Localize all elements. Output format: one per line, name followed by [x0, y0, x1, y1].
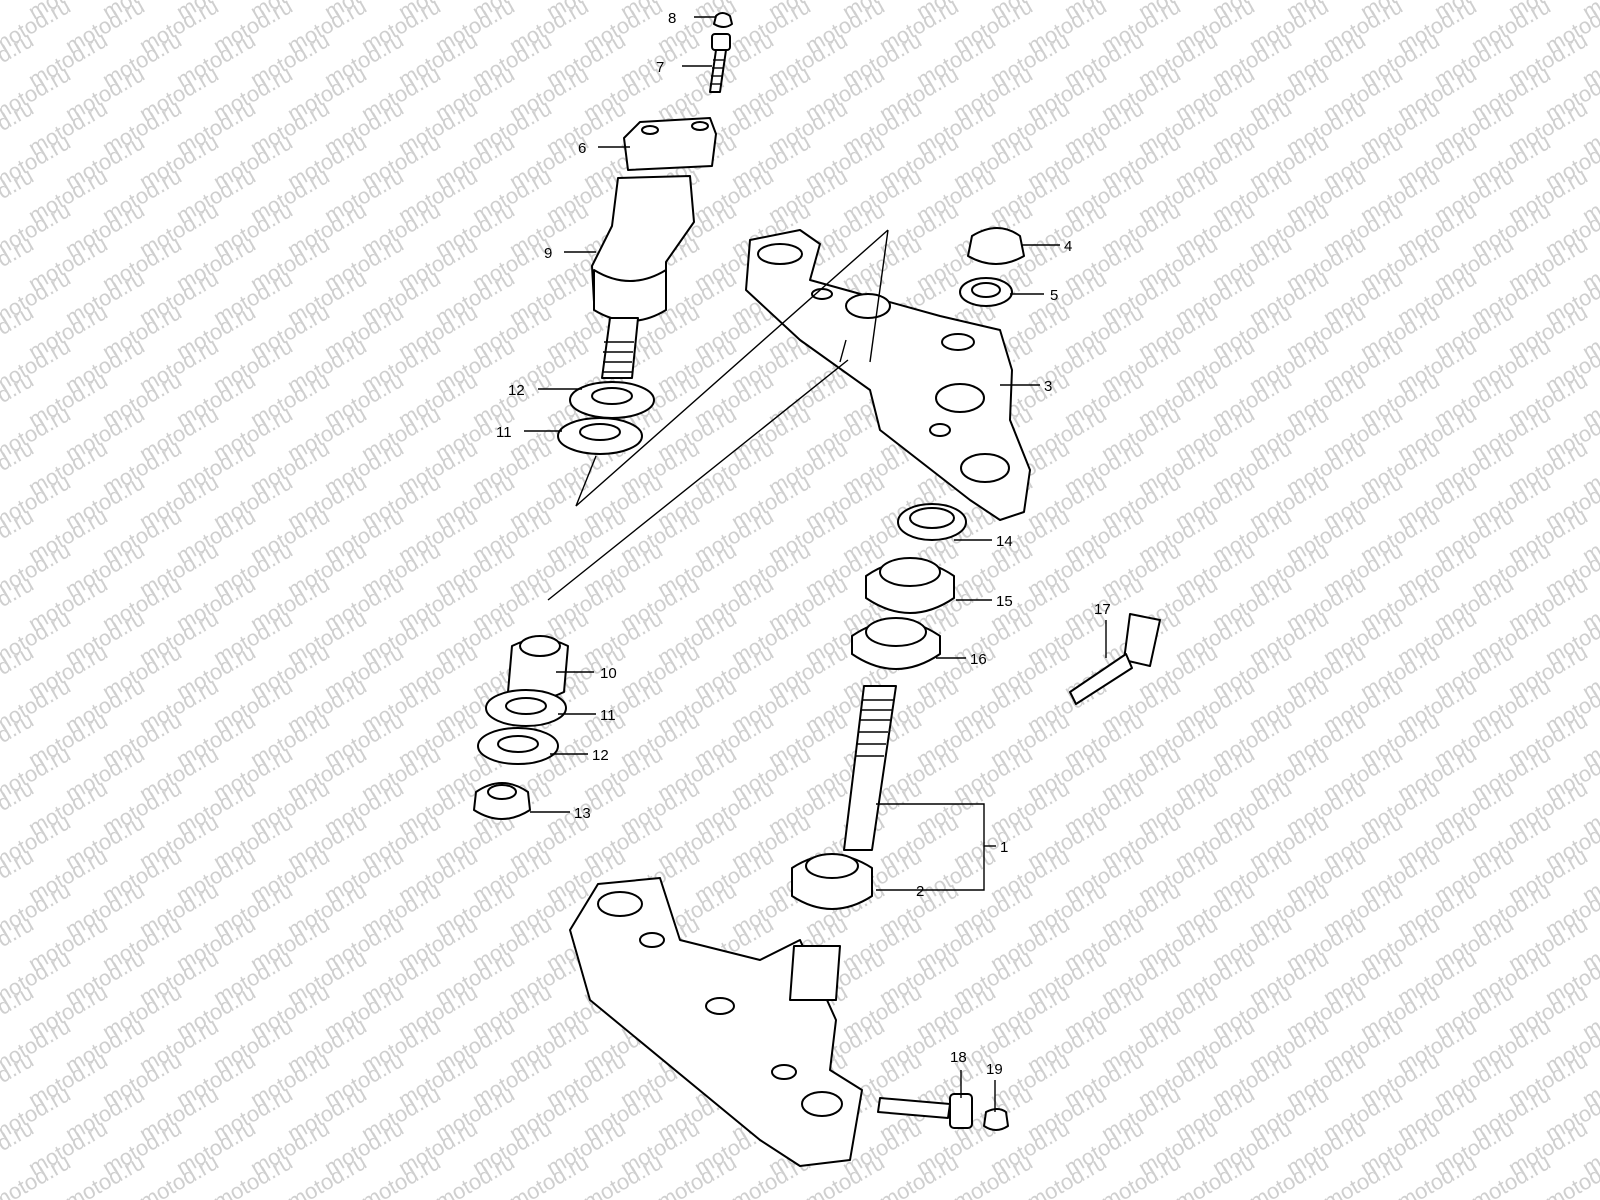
part-17-bearing [865, 557, 955, 614]
callout-6: 6 [578, 140, 586, 157]
callout-2: 2 [916, 883, 924, 900]
part-4-cap-nut [967, 227, 1025, 265]
callout-13: 13 [574, 805, 591, 822]
part-11-washer-upper [557, 417, 643, 455]
part-15-nut [983, 1108, 1009, 1131]
part-16-steering-nut [897, 503, 967, 541]
part-13-nut [473, 782, 531, 820]
callout-12-upper: 12 [508, 382, 525, 399]
callout-1: 1 [1000, 839, 1008, 856]
part-9-handlebar-holder [591, 175, 695, 379]
part-18-bearing [851, 617, 941, 670]
callout-16: 14 [996, 533, 1013, 550]
callout-5: 5 [1050, 287, 1058, 304]
callout-4: 4 [1064, 238, 1072, 255]
part-1-steering-stem-lower-bracket [569, 685, 897, 1167]
part-3-steering-stem-upper-bracket [745, 229, 1031, 521]
callout-8: 8 [668, 10, 676, 27]
part-11-washer-lower [485, 689, 567, 727]
part-12-washer-upper [569, 381, 655, 419]
callout-14: 18 [950, 1049, 967, 1066]
part-2-bearing-seat [791, 853, 873, 910]
part-8-cap [713, 12, 733, 28]
callout-11-upper: 11 [496, 424, 512, 441]
part-5-washer [959, 277, 1013, 307]
part-12-washer-lower [477, 727, 559, 765]
callout-15: 19 [986, 1061, 1003, 1078]
callout-17: 15 [996, 593, 1013, 610]
callout-11-lower: 11 [600, 707, 616, 724]
part-7-bolt [709, 33, 731, 93]
part-14-bolt [877, 1093, 973, 1129]
callout-18: 16 [970, 651, 987, 668]
callout-7: 7 [656, 59, 664, 76]
part-19-ignition-key [1069, 613, 1161, 705]
callout-3: 3 [1044, 378, 1052, 395]
part-6-handlebar-clamp-cap [623, 117, 717, 171]
callout-19: 17 [1094, 601, 1111, 618]
callout-10: 10 [600, 665, 617, 682]
callout-9: 9 [544, 245, 552, 262]
callout-12-lower: 12 [592, 747, 609, 764]
